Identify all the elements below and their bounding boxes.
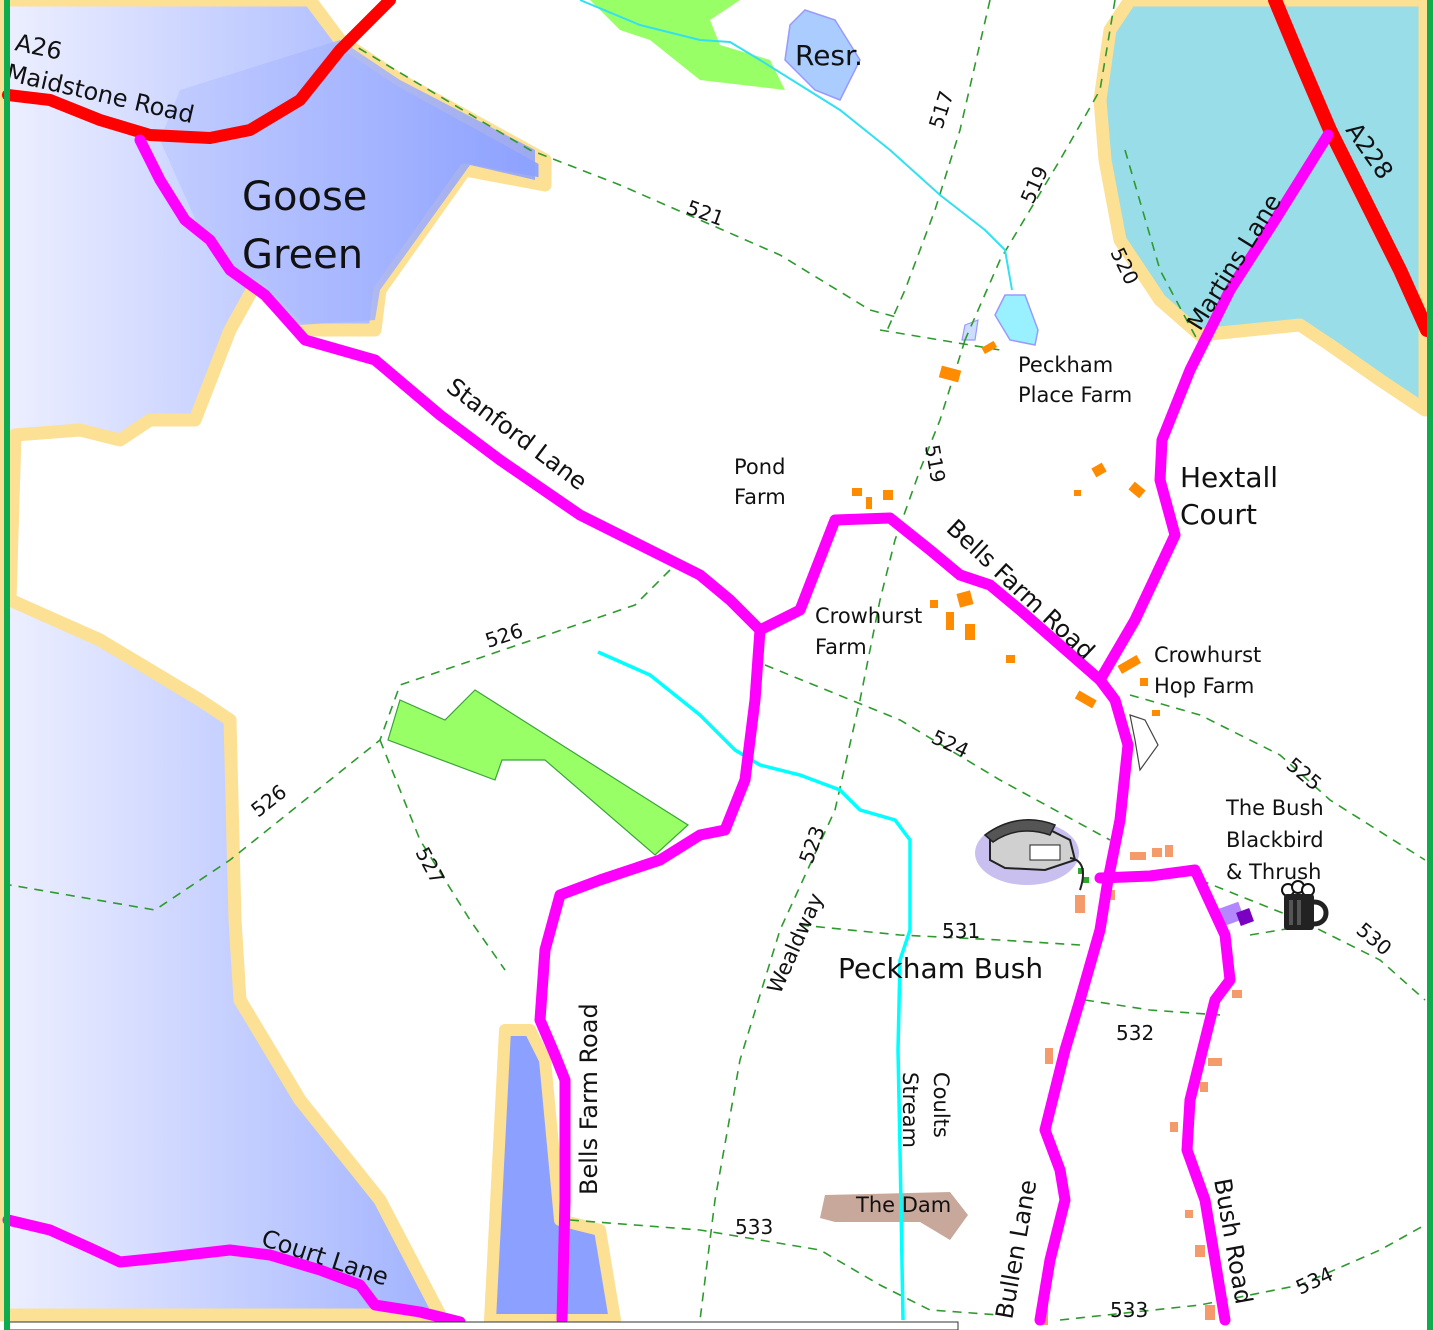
lanes — [2, 129, 1334, 1328]
peckham-bush-label: Peckham Bush — [838, 952, 1043, 985]
footpath-523-label: 523 — [794, 823, 830, 867]
footpath-526-east-label: 526 — [482, 618, 526, 653]
footpath-531-label: 531 — [942, 919, 980, 943]
footpath-525-label: 525 — [1282, 752, 1327, 795]
goose-green-area — [160, 40, 535, 325]
coults-stream-label-line1: Coults — [929, 1072, 953, 1138]
footpath-527-label: 527 — [411, 843, 450, 888]
hextall-court-label-line1: Hextall — [1180, 461, 1278, 494]
bottom-edge-strip — [7, 1321, 959, 1330]
a-roads — [2, 0, 1433, 337]
woodland-center — [387, 689, 689, 856]
frame-left — [4, 0, 10, 1330]
hextall-court-label-line2: Court — [1180, 498, 1257, 531]
buildings — [852, 340, 1254, 1325]
footpath-534-label: 534 — [1292, 1262, 1337, 1300]
footpath-519-north-label: 519 — [1016, 162, 1053, 207]
small-pond — [961, 319, 979, 341]
pond — [994, 294, 1039, 346]
pond-farm-label-line1: Pond — [734, 455, 785, 479]
footpath-530-label: 530 — [1352, 917, 1397, 960]
bullen-lane-label: Bullen Lane — [990, 1178, 1042, 1321]
bells-farm-road-south-label: Bells Farm Road — [575, 1003, 603, 1195]
beer-mug-icon — [1281, 880, 1329, 930]
crowhurst-hop-farm-label-line2: Hop Farm — [1154, 674, 1254, 698]
footpaths — [9, 0, 1426, 1321]
footpath-533-west-label: 533 — [735, 1215, 773, 1239]
bells-farm-road-north-label: Bells Farm Road — [941, 514, 1100, 665]
footpath-519-south-label: 519 — [920, 443, 950, 485]
water-northeast — [1093, 0, 1432, 417]
the-bush-label-line1: The Bush — [1225, 796, 1324, 820]
footpath-533-east-label: 533 — [1110, 1298, 1148, 1322]
the-bush-label-line3: & Thrush — [1226, 860, 1321, 884]
common-land-south — [484, 1024, 621, 1326]
wealdway-label: Wealdway — [763, 890, 828, 997]
woodland-north — [590, 0, 785, 90]
frame-right — [1427, 0, 1433, 1330]
pond-farm-label-line2: Farm — [734, 485, 786, 509]
footpath-526-west-label: 526 — [246, 780, 291, 822]
the-dam-area — [820, 1192, 968, 1240]
crowhurst-farm-label-line1: Crowhurst — [815, 604, 922, 628]
the-bush-label-line2: Blackbird — [1226, 828, 1324, 852]
footpath-524-label: 524 — [928, 725, 973, 763]
the-dam-label: The Dam — [855, 1193, 951, 1217]
footpath-517-label: 517 — [924, 88, 959, 132]
crowhurst-farm-label-line2: Farm — [815, 635, 867, 659]
streams — [579, 0, 1013, 1321]
reservoir — [784, 9, 861, 101]
crowhurst-hop-farm-label-line1: Crowhurst — [1154, 643, 1261, 667]
peckham-place-farm-label-line2: Place Farm — [1018, 383, 1132, 407]
goose-green-label-line2: Green — [242, 232, 363, 278]
coults-stream-label-line2: Stream — [898, 1072, 922, 1148]
footpath-532-label: 532 — [1116, 1021, 1154, 1045]
goose-green-label-line1: Goose — [242, 174, 367, 220]
peckham-place-farm-label-line1: Peckham — [1018, 353, 1113, 377]
common-land-west — [0, 0, 552, 1322]
telephone-icon — [975, 819, 1084, 891]
footpath-521-label: 521 — [683, 195, 727, 231]
resr-label: Resr. — [795, 39, 863, 72]
